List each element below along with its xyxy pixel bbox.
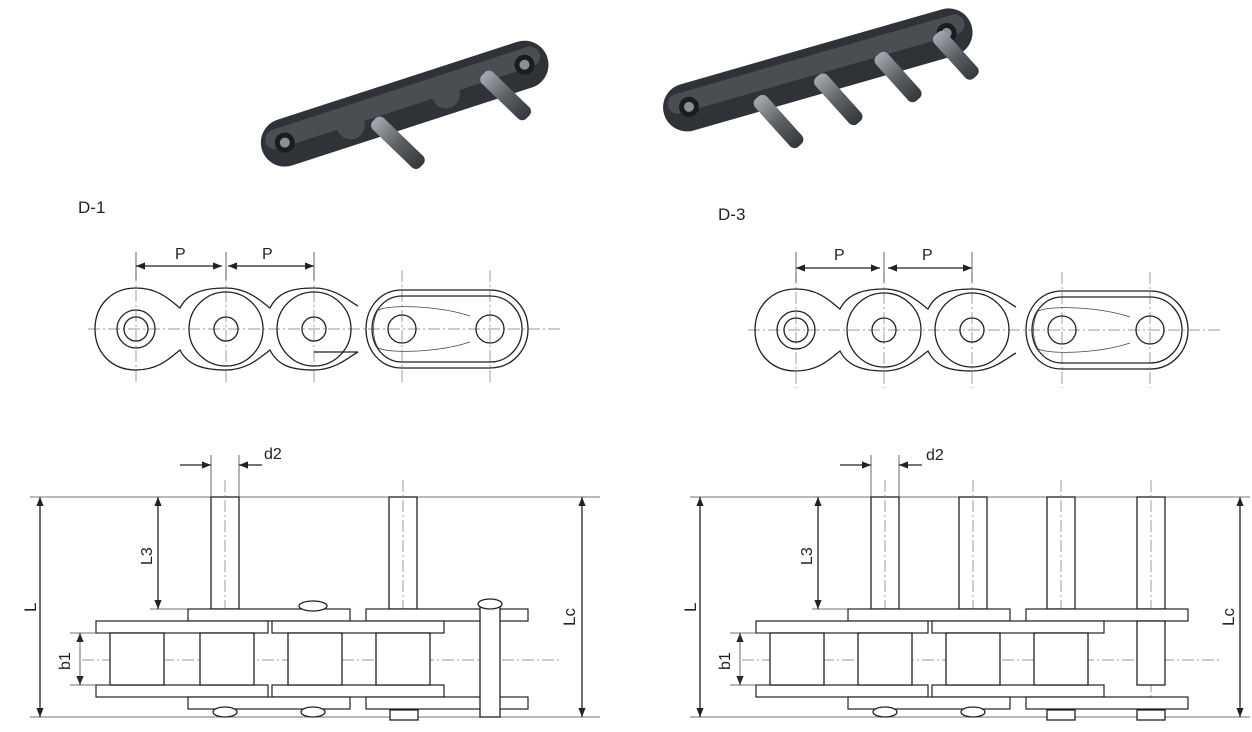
top-view-d3: L L3 Lc b1 d2 bbox=[681, 447, 1250, 721]
inner-width-label-d3: b1 bbox=[717, 652, 734, 670]
length-label-d1: L bbox=[21, 603, 40, 612]
extension-length-label-d3: L3 bbox=[799, 547, 816, 565]
side-view-d3: P P bbox=[748, 247, 1220, 388]
chain-photo-d3 bbox=[663, 8, 979, 149]
pin-diameter-label-d3: d2 bbox=[926, 447, 944, 464]
inner-width-label-d1: b1 bbox=[57, 652, 74, 670]
connecting-length-label-d3: Lc bbox=[1219, 608, 1238, 626]
pitch-label-d1-b: P bbox=[262, 246, 273, 263]
top-view-d1: L L3 Lc b1 d2 bbox=[21, 446, 600, 721]
chain-photo-d1 bbox=[260, 40, 549, 169]
figure-label-d1: D-1 bbox=[78, 198, 105, 217]
pitch-label-d1-a: P bbox=[175, 246, 186, 263]
figure-label-d3: D-3 bbox=[718, 205, 745, 224]
side-view-d1: P P bbox=[88, 246, 560, 385]
connecting-length-label-d1: Lc bbox=[560, 608, 579, 626]
pitch-label-d3-b: P bbox=[922, 247, 933, 264]
pin-diameter-label-d1: d2 bbox=[264, 446, 282, 463]
pitch-label-d3-a: P bbox=[834, 247, 845, 264]
extension-length-label-d1: L3 bbox=[139, 547, 156, 565]
length-label-d3: L bbox=[681, 603, 700, 612]
